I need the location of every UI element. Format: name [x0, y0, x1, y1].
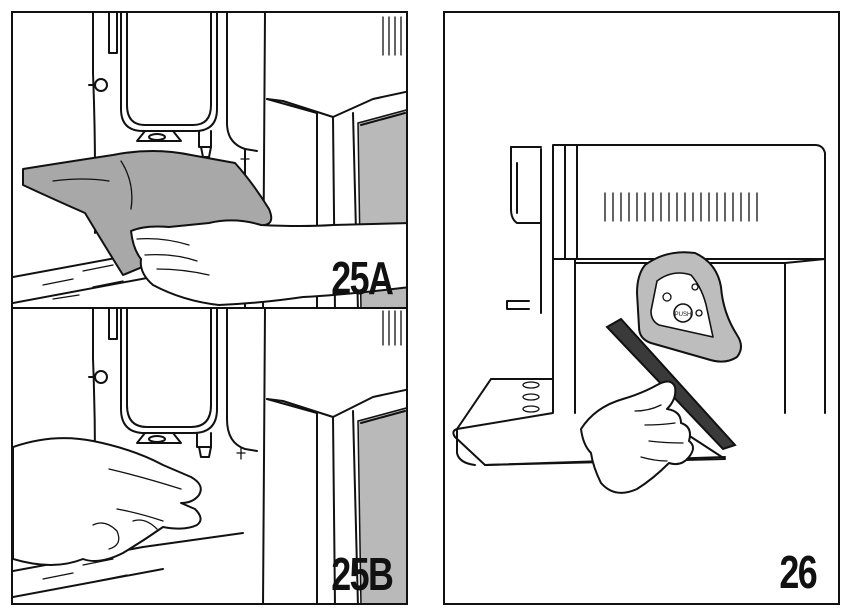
figure-26-panel: PUSH 26 [443, 11, 840, 605]
figure-25a-panel: 25A [11, 11, 408, 309]
figure-25b-panel: 25B [11, 307, 408, 605]
figure-25b-label: 25B [330, 548, 394, 600]
figure-25b-illustration [13, 309, 406, 603]
figure-26-label: 26 [779, 546, 817, 598]
figure-25a-illustration [13, 13, 406, 307]
figure-25a-label: 25A [330, 252, 394, 304]
push-button-label: PUSH [675, 312, 692, 318]
figure-26-illustration: PUSH [452, 144, 826, 494]
